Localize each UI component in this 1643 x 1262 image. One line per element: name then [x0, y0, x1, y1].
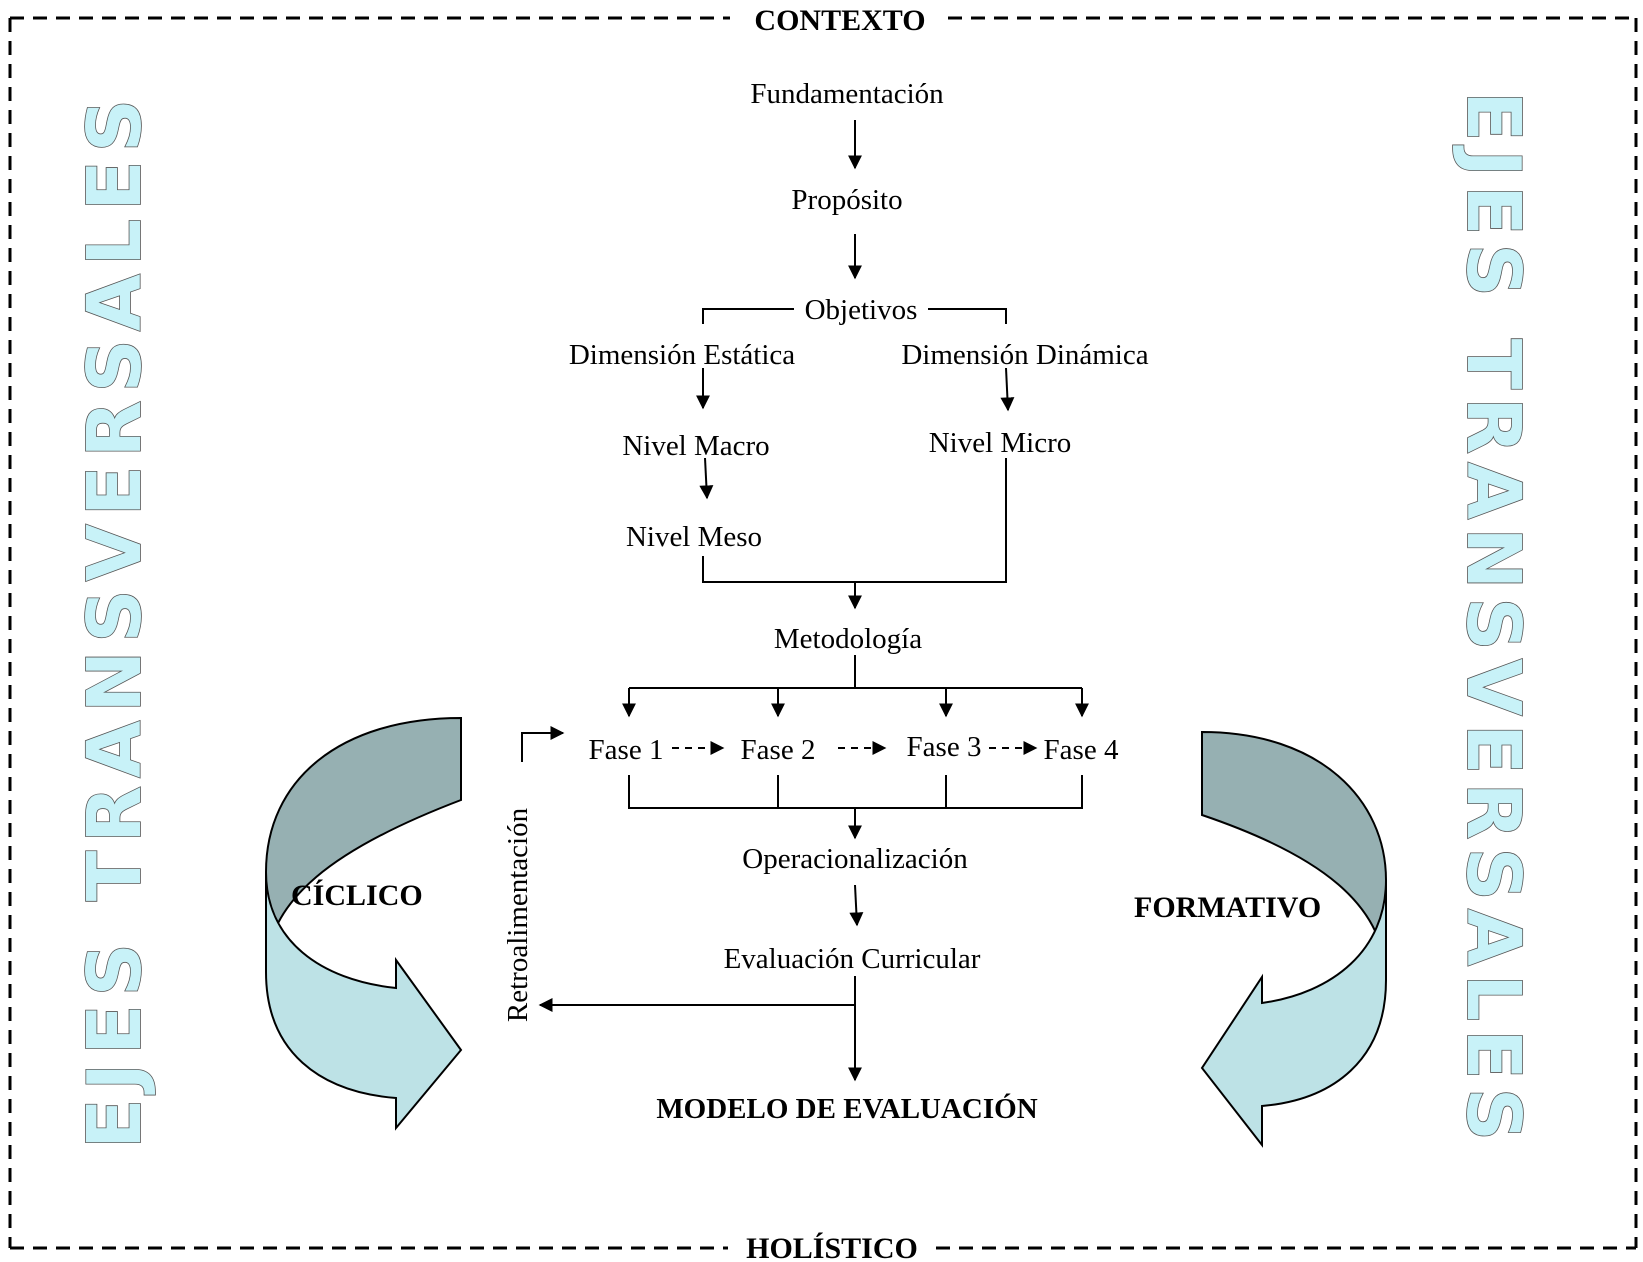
formative-label: FORMATIVO [1134, 891, 1321, 924]
node-nivel-micro: Nivel Micro [929, 427, 1072, 459]
cyclic-curved-arrow [265, 716, 463, 1131]
node-fase-1: Fase 1 [589, 734, 664, 766]
right-axis-title: EJES TRANSVERSALES [1450, 91, 1536, 1149]
node-modelo-evaluacion: MODELO DE EVALUACIÓN [656, 1092, 1037, 1125]
frame-bottom-label: HOLÍSTICO [746, 1232, 918, 1262]
frame-top-label: CONTEXTO [754, 4, 925, 37]
node-objetivos: Objetivos [805, 294, 918, 326]
node-fase-3: Fase 3 [907, 731, 982, 763]
flow-connectors [521, 120, 1089, 1082]
node-fase-4: Fase 4 [1044, 734, 1119, 766]
left-axis-title: EJES TRANSVERSALES [72, 91, 158, 1149]
formative-curved-arrow [1200, 730, 1387, 1148]
node-dimension-estatica: Dimensión Estática [569, 339, 795, 371]
node-operacionalizacion: Operacionalización [742, 843, 968, 875]
node-evaluacion-curricular: Evaluación Curricular [724, 943, 981, 975]
node-nivel-macro: Nivel Macro [622, 430, 769, 462]
context-frame [8, 16, 1638, 1250]
cyclic-label: CÍCLICO [291, 879, 423, 912]
node-fundamentacion: Fundamentación [750, 78, 944, 110]
node-fase-2: Fase 2 [741, 734, 816, 766]
node-proposito: Propósito [791, 184, 902, 216]
node-metodologia: Metodología [774, 623, 922, 655]
node-nivel-meso: Nivel Meso [626, 521, 762, 553]
node-dimension-dinamica: Dimensión Dinámica [901, 339, 1148, 371]
node-retroalimentacion: Retroalimentación [502, 807, 534, 1022]
